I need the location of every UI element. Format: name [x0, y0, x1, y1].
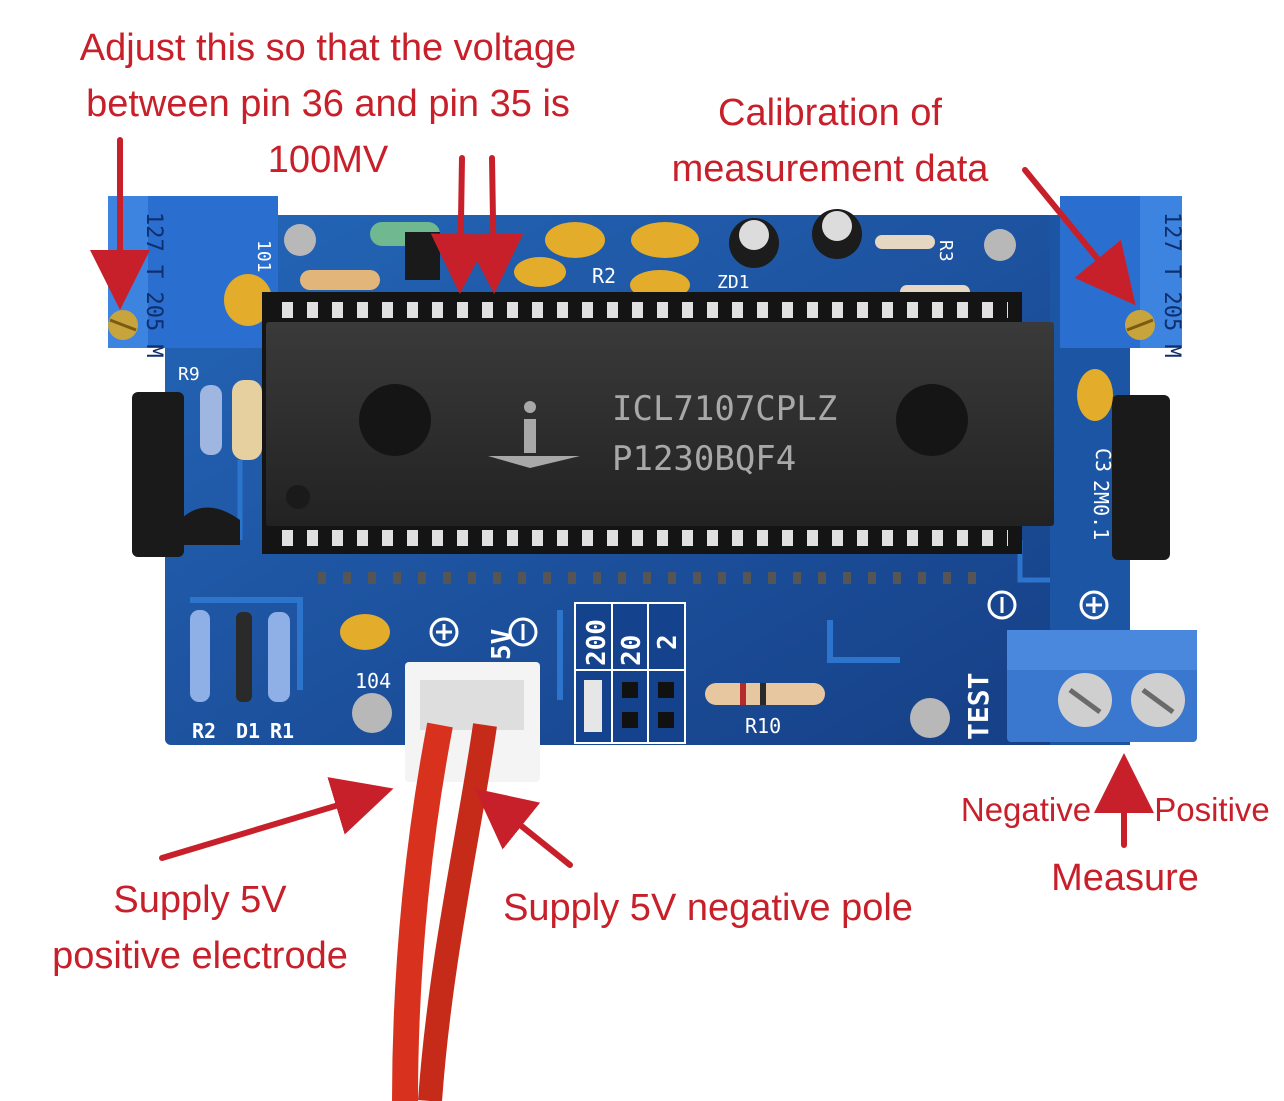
annotation-measure-text: Measure	[1051, 857, 1199, 899]
arrow-pin36	[430, 155, 491, 294]
silkscreen-r1: R1	[270, 719, 294, 743]
silkscreen-test: TEST	[962, 673, 995, 740]
silkscreen-c3: C3	[1091, 448, 1115, 472]
annotation-adjust-line1: Adjust this so that the voltage	[79, 27, 577, 69]
annotation-supply-positive-line1: Supply 5V	[113, 879, 287, 921]
silkscreen-r3: R3	[935, 240, 956, 262]
range-label-20: 20	[617, 635, 647, 666]
intersil-logo-icon	[488, 401, 580, 468]
left-mounting-clip	[132, 392, 184, 557]
annotation-calibration: Calibration of measurement data	[640, 85, 1020, 197]
annotation-calibration-line2: measurement data	[671, 148, 989, 190]
silkscreen-104: 104	[355, 669, 391, 693]
range-label-200: 200	[582, 619, 612, 666]
annotation-measure: Measure	[1030, 850, 1220, 906]
annotation-supply-negative: Supply 5V negative pole	[468, 880, 948, 936]
silkscreen-r2-top: R2	[592, 264, 616, 288]
range-label-2: 2	[653, 634, 683, 650]
annotation-calibration-line1: Calibration of	[718, 92, 942, 134]
silkscreen-101: 101	[253, 240, 274, 273]
right-pot-code: 127 T 205 M	[1159, 212, 1184, 358]
left-trimmer-screw	[108, 310, 138, 340]
annotation-negative-text: Negative	[960, 791, 1092, 828]
right-trimmer-screw	[1125, 310, 1155, 340]
chip-marking-line2: P1230BQF4	[612, 439, 796, 479]
plus-symbol-icon	[429, 617, 459, 647]
terminal-minus-symbol-icon	[987, 590, 1017, 620]
power-wires	[392, 722, 497, 1101]
silkscreen-d1: D1	[236, 719, 260, 743]
left-pot-code: 127 T 205 M	[141, 212, 166, 358]
annotation-supply-positive: Supply 5V positive electrode	[25, 872, 375, 984]
arrow-pin35	[463, 155, 524, 294]
annotation-negative: Negative	[948, 790, 1104, 830]
arrow-supply-negative	[474, 788, 573, 868]
silkscreen-r10: R10	[745, 714, 781, 738]
annotation-positive: Positive	[1142, 790, 1282, 830]
top-components	[180, 209, 1113, 545]
annotation-adjust-line3: 100MV	[267, 139, 389, 181]
bottom-left-components	[190, 610, 950, 738]
screw-terminal-block	[1007, 630, 1197, 742]
range-selector-block	[574, 602, 686, 744]
annotation-supply-positive-line2: positive electrode	[52, 935, 348, 977]
minus-symbol-icon	[508, 617, 538, 647]
chip-marking-line1: ICL7107CPLZ	[612, 389, 837, 429]
silkscreen-r9: R9	[178, 364, 200, 385]
annotation-supply-negative-text: Supply 5V negative pole	[503, 887, 913, 929]
annotation-adjust: Adjust this so that the voltage between …	[28, 20, 628, 188]
icl7107-chip	[266, 322, 1054, 526]
silkscreen-5v: 5V	[487, 629, 517, 660]
silkscreen-r2: R2	[192, 719, 216, 743]
silkscreen-shunt: 2M0.1	[1089, 480, 1113, 540]
arrow-calibration	[1022, 167, 1136, 306]
annotation-adjust-line2: between pin 36 and pin 35 is	[86, 83, 570, 125]
silkscreen-zd1: ZD1	[717, 272, 750, 293]
arrow-supply-positive	[159, 777, 394, 861]
annotation-positive-text: Positive	[1154, 791, 1270, 828]
right-mounting-clip	[1112, 395, 1170, 560]
terminal-plus-symbol-icon	[1079, 590, 1109, 620]
